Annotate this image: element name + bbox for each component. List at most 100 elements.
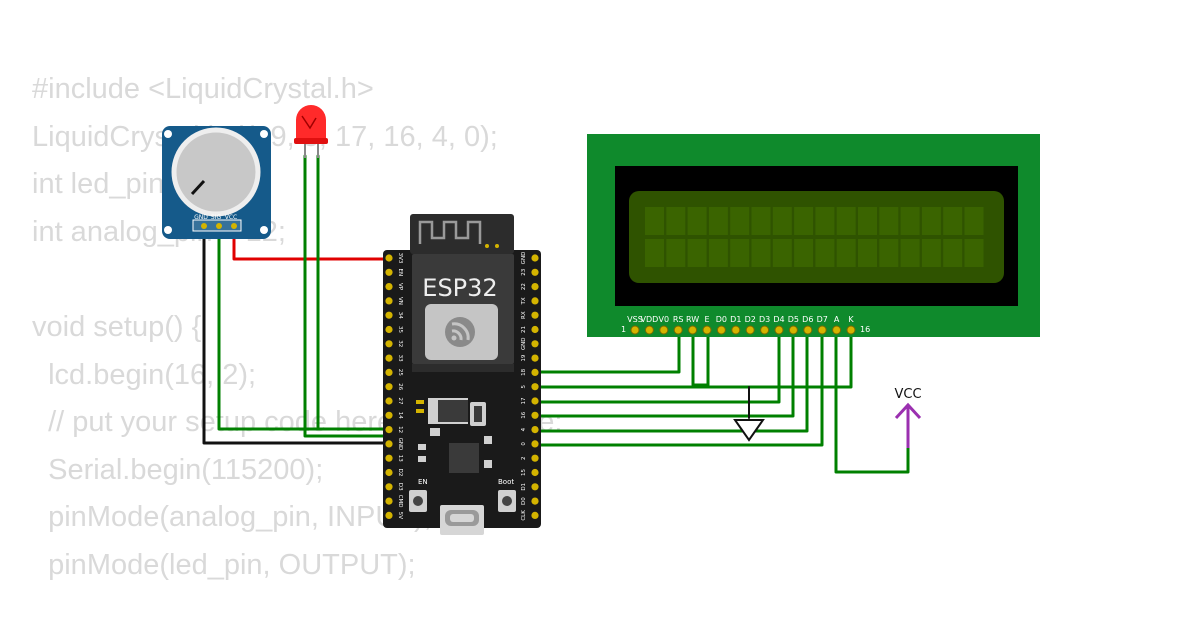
- esp32-pin-label: 16: [521, 411, 527, 418]
- esp32-title: ESP32: [422, 274, 497, 302]
- esp32-pin-label: 5: [521, 384, 527, 388]
- esp32-pin[interactable]: [531, 325, 539, 334]
- lcd-char-cell: [943, 239, 963, 267]
- esp32-pin[interactable]: [531, 311, 539, 319]
- wire-rw-e-loop[interactable]: [691, 326, 710, 387]
- esp32-pin-label: 3V3: [397, 253, 403, 264]
- esp32-pin[interactable]: [385, 511, 393, 519]
- lcd-pin[interactable]: [817, 325, 827, 335]
- esp32-pin[interactable]: [385, 383, 393, 391]
- esp32-pin-label: 15: [521, 469, 527, 476]
- esp32-pin[interactable]: [385, 440, 393, 448]
- esp32-pin-label: 27: [397, 398, 403, 405]
- esp32-pin-label: GND: [521, 252, 527, 265]
- lcd-char-cell: [879, 239, 899, 267]
- code-line: #include <LiquidCrystal.h>: [32, 73, 374, 105]
- red-led[interactable]: [294, 105, 328, 158]
- lcd-pin[interactable]: [716, 325, 726, 335]
- lcd-pin[interactable]: [745, 325, 755, 335]
- esp32-pin[interactable]: [531, 340, 539, 348]
- esp32-pin-label: TX: [521, 297, 527, 305]
- esp32-pin[interactable]: [385, 397, 393, 405]
- lcd-char-cell: [900, 207, 920, 235]
- wire-e[interactable]: [533, 326, 853, 389]
- wire-pot-gnd[interactable]: [202, 225, 390, 445]
- esp32-pin-label: CMD: [397, 495, 403, 508]
- esp32-pin-label: GND: [397, 438, 403, 451]
- esp32-pin[interactable]: [385, 283, 393, 291]
- wire-led-anode[interactable]: [303, 154, 390, 438]
- esp32-pin-label: D2: [397, 469, 403, 477]
- esp32-pin[interactable]: [531, 468, 539, 477]
- wire-d7[interactable]: [533, 326, 824, 447]
- esp32-pin[interactable]: [385, 311, 393, 319]
- pot-pin-label: GND: [194, 214, 208, 221]
- esp32-pin[interactable]: [531, 426, 539, 434]
- esp32-pin[interactable]: [531, 483, 539, 491]
- wire-pot-sig[interactable]: [217, 225, 390, 431]
- esp32-pin[interactable]: [531, 397, 539, 405]
- potentiometer[interactable]: GND SIG VCC: [162, 126, 271, 239]
- lcd-pin[interactable]: [760, 325, 770, 335]
- pot-knob[interactable]: [171, 127, 261, 217]
- esp32-pin[interactable]: [385, 368, 393, 376]
- esp32-pin[interactable]: [531, 440, 539, 448]
- esp32-pin[interactable]: [531, 268, 539, 276]
- lcd-char-cell: [858, 207, 877, 235]
- lcd-char-cell: [772, 207, 792, 235]
- esp32-pin[interactable]: [531, 383, 539, 391]
- lcd-pin[interactable]: [788, 325, 798, 335]
- lcd-pin[interactable]: [832, 325, 842, 335]
- esp32-pin[interactable]: [385, 468, 393, 477]
- esp32-pin[interactable]: [385, 454, 393, 462]
- lcd-pin[interactable]: [846, 325, 856, 335]
- esp32-pin[interactable]: [385, 254, 393, 262]
- esp32-pin[interactable]: [385, 426, 393, 434]
- esp32-pin[interactable]: [531, 254, 539, 262]
- lcd-pin[interactable]: [659, 325, 669, 335]
- lcd-char-cell: [815, 207, 835, 235]
- wire-rs[interactable]: [533, 326, 681, 374]
- lcd-pin[interactable]: [702, 325, 712, 335]
- esp32-pin[interactable]: [531, 511, 539, 519]
- esp32-pin[interactable]: [385, 483, 393, 491]
- esp32-pin[interactable]: [531, 411, 539, 419]
- esp32-pin[interactable]: [385, 325, 393, 334]
- lcd-char-cell: [879, 207, 899, 235]
- wire-d5[interactable]: [533, 326, 795, 418]
- wire-d6[interactable]: [533, 326, 809, 433]
- lcd-pin[interactable]: [688, 325, 698, 335]
- lcd-pin-num-first: 1: [621, 325, 626, 334]
- lcd-pin[interactable]: [644, 325, 654, 335]
- esp32-pin[interactable]: [385, 340, 393, 348]
- lcd-pin[interactable]: [731, 325, 741, 335]
- esp32-pin[interactable]: [531, 297, 539, 305]
- lcd-pin[interactable]: [673, 325, 683, 335]
- espressif-logo-icon: [445, 317, 475, 347]
- lcd-pin-label: D3: [759, 315, 770, 324]
- esp32-board[interactable]: ESP32 EN Boot 3: [383, 214, 541, 535]
- lcd-pin[interactable]: [774, 325, 784, 335]
- wires: [202, 154, 910, 474]
- esp32-pin[interactable]: [385, 354, 393, 362]
- esp32-pin-label: 22: [521, 283, 527, 290]
- esp32-pin[interactable]: [385, 297, 393, 305]
- esp32-pin[interactable]: [385, 497, 393, 505]
- lcd-pin[interactable]: [803, 325, 813, 335]
- esp32-pin[interactable]: [385, 411, 393, 419]
- lcd-pin[interactable]: [630, 325, 640, 335]
- lcd-pin-label: A: [834, 315, 840, 324]
- esp32-pin[interactable]: [531, 497, 539, 505]
- esp32-pin[interactable]: [385, 268, 393, 276]
- vcc-symbol: VCC: [894, 387, 922, 448]
- esp32-pin-label: 23: [521, 268, 527, 275]
- esp32-pin[interactable]: [531, 454, 539, 462]
- esp32-pin[interactable]: [531, 368, 539, 376]
- esp32-pin[interactable]: [531, 354, 539, 362]
- esp32-pin[interactable]: [531, 283, 539, 291]
- wire-d4[interactable]: [533, 326, 781, 404]
- lcd-pin-label: V0: [659, 315, 670, 324]
- lcd-char-cell: [751, 207, 771, 235]
